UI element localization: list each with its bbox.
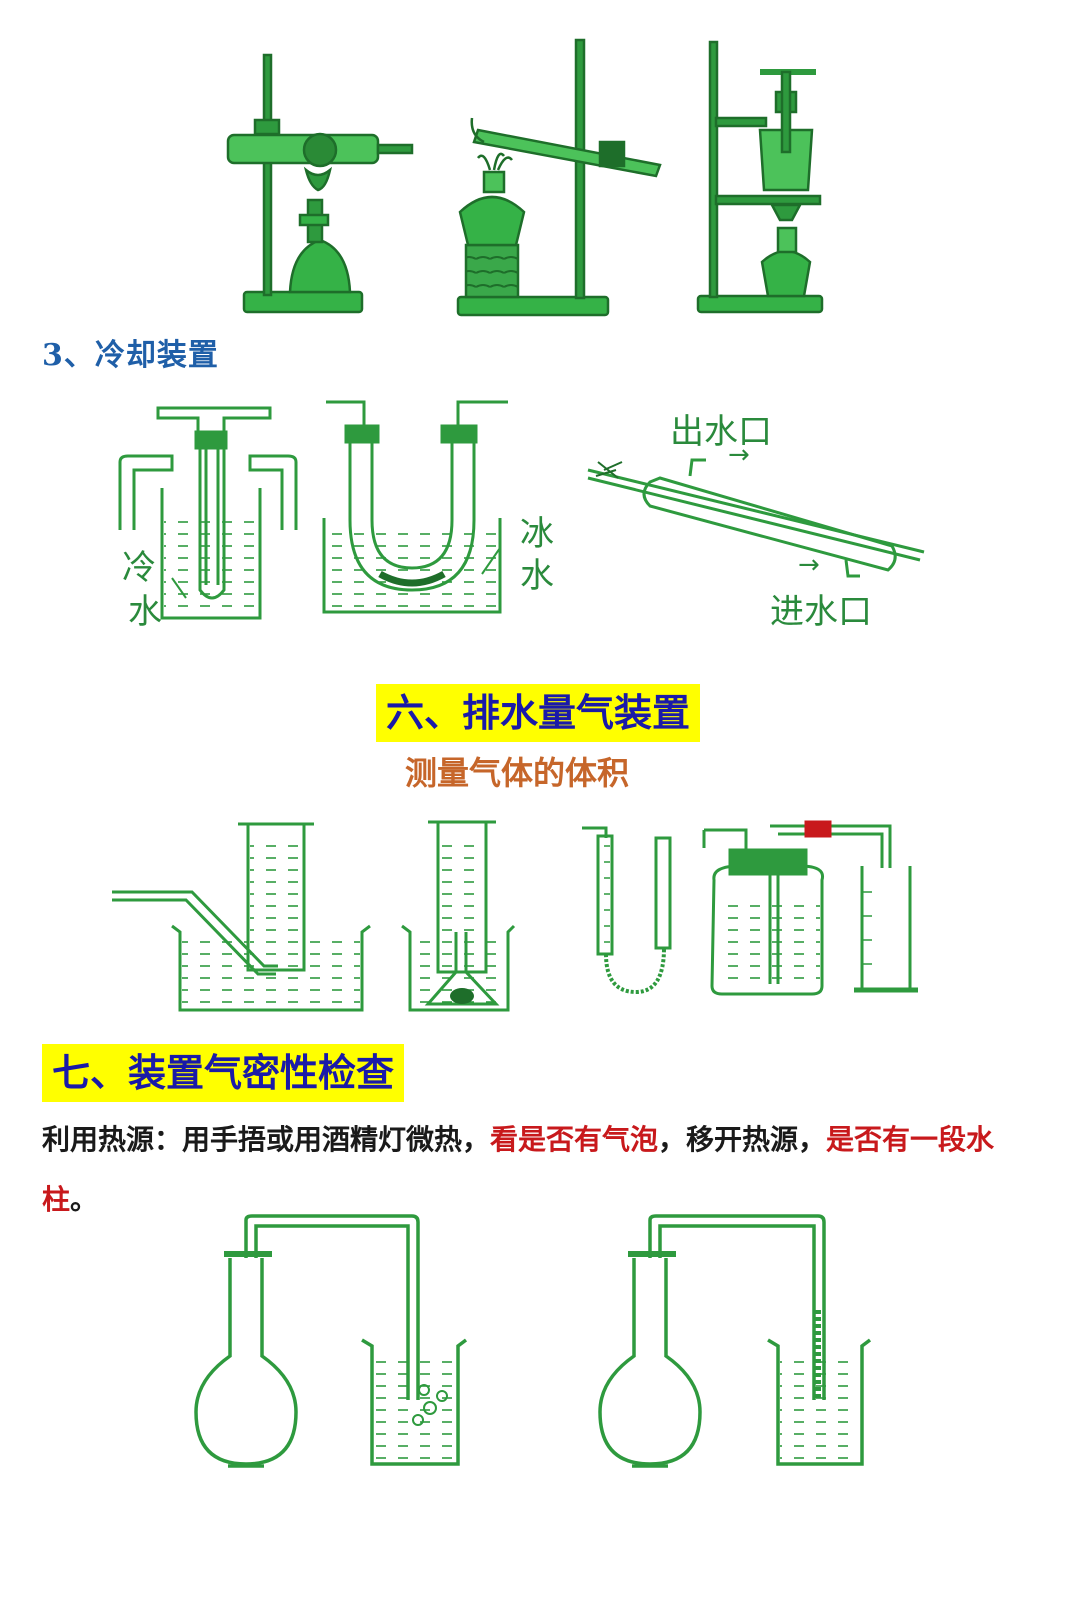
heating-apparatus-inclined-tube <box>456 38 662 317</box>
desc-part5: 。 <box>70 1183 99 1216</box>
arrow-outlet: → <box>728 440 750 470</box>
cooling-device-cold-water <box>118 406 298 620</box>
gas-measure-subtitle: 测量气体的体积 <box>405 754 630 792</box>
condenser-tube <box>587 458 925 578</box>
desc-bubbles: 看是否有气泡 <box>490 1123 659 1156</box>
label-ice: 冰 <box>520 514 554 554</box>
label-water-outlet: 出水口 <box>670 412 772 452</box>
gas-measure-burette-u-tube <box>582 826 672 995</box>
label-cold: 冷 <box>122 548 156 588</box>
gas-measure-bottle-cylinder <box>702 820 918 996</box>
airtight-check-bubbles <box>194 1214 468 1468</box>
label-water: 水 <box>128 592 162 632</box>
airtight-section-title: 七、装置气密性检查 <box>42 1044 405 1102</box>
airtight-check-water-column <box>598 1214 872 1468</box>
cooling-device-ice-water <box>322 400 508 614</box>
cooling-section-title: 3、冷却装置 <box>42 338 219 373</box>
heating-apparatus-horizontal-tube <box>226 53 414 314</box>
desc-part1: 利用热源：用手捂或用酒精灯微热， <box>42 1123 491 1156</box>
label-ice-water: 水 <box>520 556 554 596</box>
label-water-inlet: 进水口 <box>770 592 872 632</box>
airtight-description: 利用热源：用手捂或用酒精灯微热，看是否有气泡，移开热源，是否有一段水柱。 <box>42 1110 1042 1230</box>
stand-with-beaker-and-lamp <box>696 40 824 314</box>
gas-measure-section-title: 六、排水量气装置 <box>376 684 701 742</box>
gas-measure-beaker-cylinder <box>112 822 371 1012</box>
desc-water-column: 是否有一段水柱 <box>42 1123 995 1216</box>
desc-part3: ，移开热源， <box>658 1123 827 1156</box>
gas-measure-beaker-funnel <box>401 820 516 1012</box>
arrow-inlet: → <box>798 550 820 580</box>
